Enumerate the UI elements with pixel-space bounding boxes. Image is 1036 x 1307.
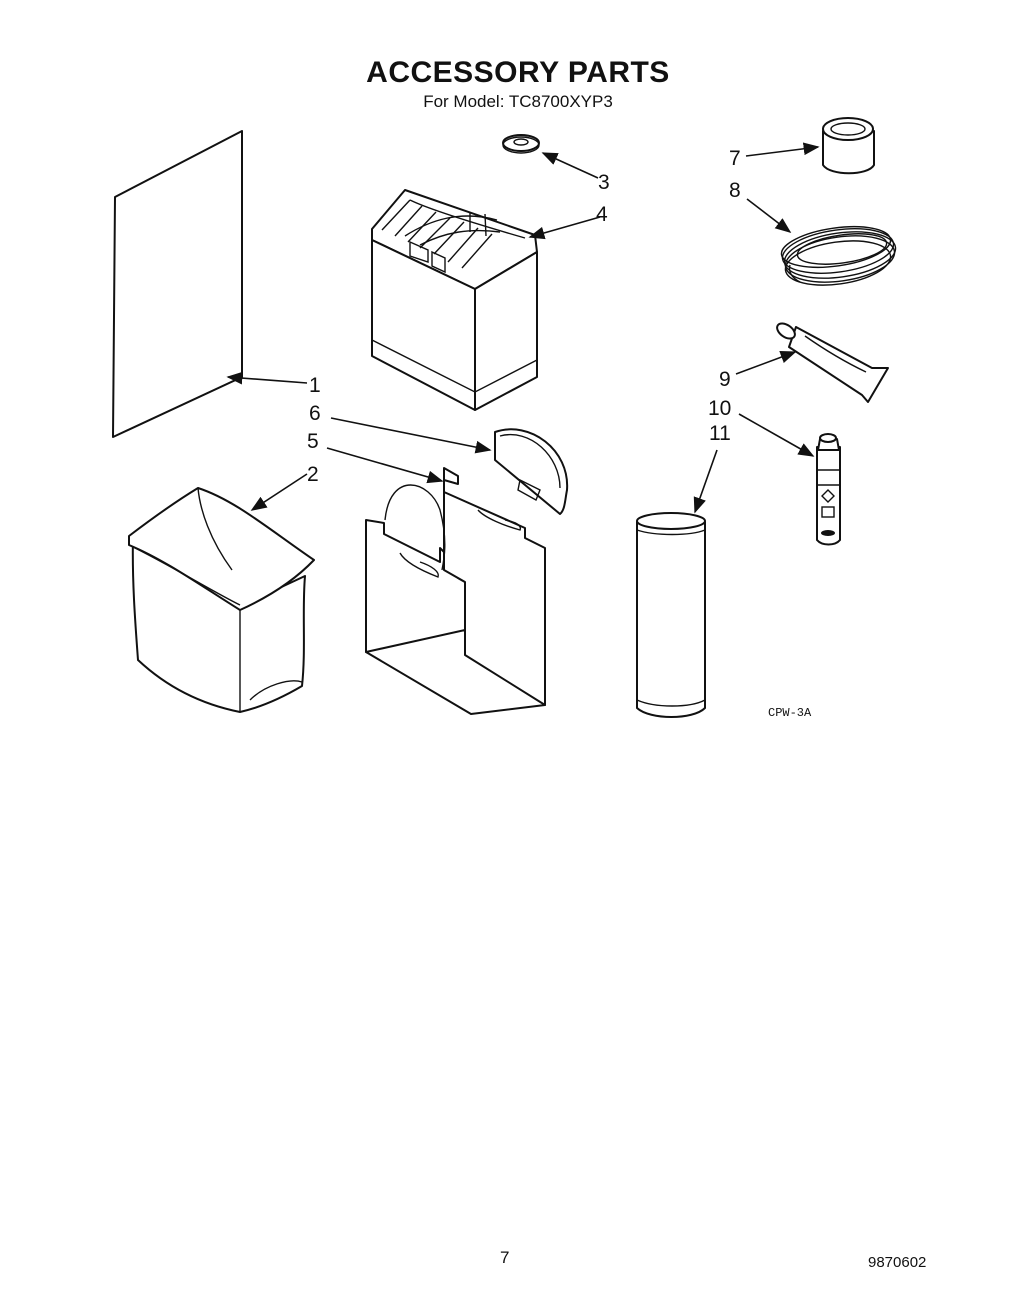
callout-8: 8 bbox=[729, 179, 741, 202]
model-subtitle: For Model: TC8700XYP3 bbox=[423, 92, 613, 111]
part-7-tin bbox=[822, 117, 875, 175]
callout-10: 10 bbox=[708, 397, 731, 420]
part-1-sheet bbox=[112, 130, 243, 438]
callout-1: 1 bbox=[309, 374, 321, 397]
part-11-spray-can bbox=[636, 512, 706, 718]
part-8-coil bbox=[780, 225, 897, 286]
callout-5: 5 bbox=[307, 430, 319, 453]
part-2-bag bbox=[128, 487, 315, 713]
document-number: 9870602 bbox=[868, 1254, 927, 1271]
callout-3: 3 bbox=[598, 171, 610, 194]
part-6-filter bbox=[494, 428, 569, 515]
part-9-tube bbox=[776, 322, 889, 403]
part-10-bottle bbox=[816, 433, 841, 546]
part-5-frame bbox=[365, 467, 546, 715]
part-4-container bbox=[371, 189, 538, 411]
page-number: 7 bbox=[500, 1248, 510, 1267]
callout-6: 6 bbox=[309, 402, 321, 425]
callout-2: 2 bbox=[307, 463, 319, 486]
callout-7: 7 bbox=[729, 147, 741, 170]
callout-4: 4 bbox=[596, 203, 608, 226]
callout-11: 11 bbox=[709, 422, 731, 445]
figure-code: CPW-3A bbox=[768, 706, 812, 720]
leader-lines bbox=[226, 142, 820, 514]
callout-9: 9 bbox=[719, 368, 731, 391]
part-3-grommet bbox=[502, 134, 540, 154]
page-title: ACCESSORY PARTS bbox=[366, 56, 670, 89]
